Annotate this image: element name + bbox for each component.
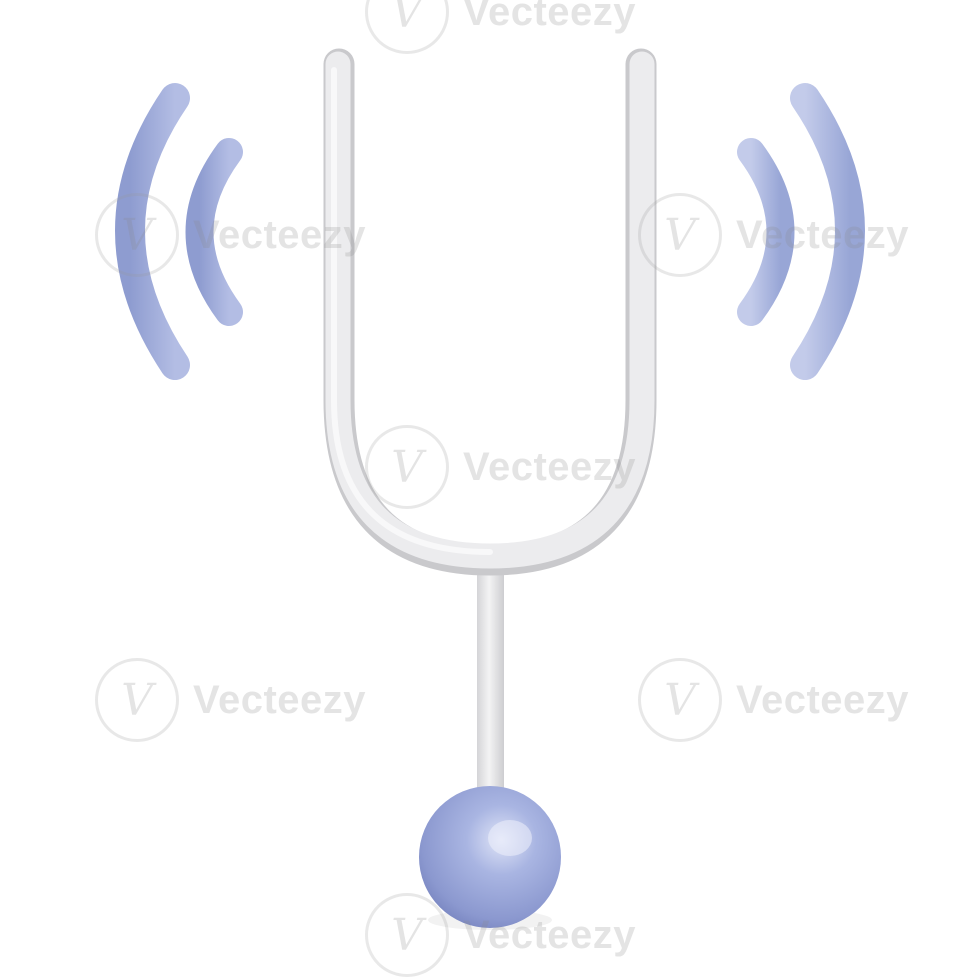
wave-right-inner (737, 138, 795, 326)
fork-handle (477, 562, 504, 802)
wave-left-outer (115, 83, 190, 380)
fork-prongs-highlight (331, 67, 493, 555)
fork-ball (419, 786, 561, 928)
fork-prongs (325, 51, 655, 569)
fork-prongs-shadow (323, 48, 657, 576)
fork-ball-highlight (488, 820, 532, 856)
sound-wave-right-icon (737, 83, 865, 380)
wave-left-inner (185, 138, 243, 326)
wave-right-outer (790, 83, 865, 380)
sound-wave-left-icon (115, 83, 243, 380)
